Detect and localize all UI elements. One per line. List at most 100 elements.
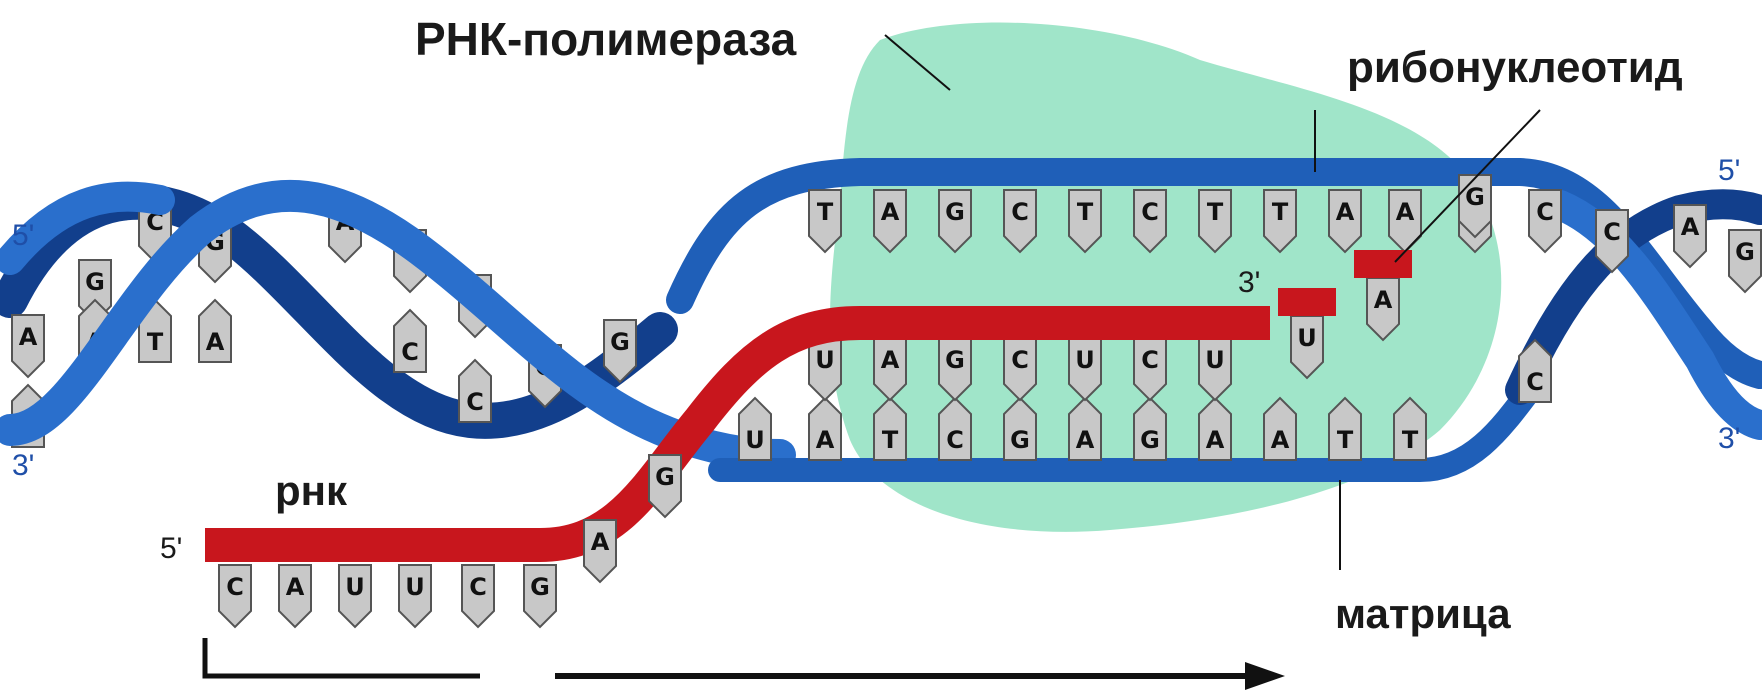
right-top-end-label: 5' [1718, 154, 1740, 187]
rna-slope-base: G [648, 454, 682, 519]
dna-left-top-strand [0, 181, 175, 275]
rna-tail-base: U [338, 564, 372, 629]
right-helix-base: G [1728, 229, 1762, 294]
base-body [523, 564, 557, 629]
base-letter: A [881, 346, 900, 374]
left-helix-base: C [393, 308, 427, 373]
base-body [1133, 396, 1167, 461]
rna-length-bracket [202, 638, 480, 679]
template-strand-base: U [738, 396, 772, 461]
transcription-direction-arrowhead [1245, 662, 1285, 690]
base-body [1328, 189, 1362, 254]
coding-strand-base: T [808, 189, 842, 254]
template-strand-base: C [938, 396, 972, 461]
base-letter: C [946, 426, 964, 454]
base-body [873, 396, 907, 461]
base-body [461, 564, 495, 629]
template-strand-base: G [1003, 396, 1037, 461]
template-strand-base: A [1198, 396, 1232, 461]
base-letter: G [655, 463, 675, 491]
template-strand-base: G [1133, 396, 1167, 461]
coding-strand-base: A [1388, 189, 1422, 254]
base-letter: A [591, 528, 610, 556]
coding-strand-base: T [1263, 189, 1297, 254]
template-strand-base: A [1263, 396, 1297, 461]
base-body [738, 396, 772, 461]
left-helix-base: A [11, 314, 45, 379]
base-letter: U [1075, 346, 1095, 374]
base-body [808, 189, 842, 254]
base-letter: C [226, 573, 244, 601]
base-body [1393, 396, 1427, 461]
base-letter: G [530, 573, 550, 601]
left-bottom-end-label: 3' [12, 449, 34, 482]
base-letter: C [401, 338, 419, 366]
base-letter: C [469, 573, 487, 601]
rna-paired-base: A [873, 337, 907, 402]
rna-slope-base: A [583, 519, 617, 584]
rna-label: рнк [275, 467, 348, 514]
base-letter: A [1681, 213, 1700, 241]
left-helix-base: C [458, 358, 492, 423]
base-letter: A [1374, 286, 1393, 314]
base-letter: T [1077, 198, 1094, 226]
base-body [218, 564, 252, 629]
coding-strand-base: T [1198, 189, 1232, 254]
base-letter: C [1141, 198, 1159, 226]
base-letter: A [1076, 426, 1095, 454]
rna-newest-nucleotide-bar [1278, 288, 1336, 316]
base-letter: G [610, 328, 630, 356]
rna-5-prime-label: 5' [160, 532, 182, 565]
coding-strand-base: A [873, 189, 907, 254]
base-letter: C [466, 388, 484, 416]
base-body [938, 189, 972, 254]
bubble-bases: TAGCTCTTAAGCUATCGAGAATTUAGCUCUUAGCCAG [738, 174, 1762, 461]
base-body [398, 564, 432, 629]
base-letter: T [147, 328, 164, 356]
base-body [458, 358, 492, 423]
rna-tail-base: G [523, 564, 557, 629]
polymerase-pointer-line [884, 34, 951, 91]
base-letter: G [1465, 183, 1485, 211]
rna-paired-base: U [808, 337, 842, 402]
base-letter: G [85, 268, 105, 296]
right-bottom-end-label: 3' [1718, 422, 1740, 455]
base-body [198, 298, 232, 363]
base-letter: G [945, 346, 965, 374]
coding-strand-base: A [1328, 189, 1362, 254]
coding-strand-base: T [1068, 189, 1102, 254]
base-body [1263, 189, 1297, 254]
base-letter: A [286, 573, 305, 601]
ribonucleotide-label: рибонуклеотид [1347, 43, 1683, 92]
left-helix-base: T [138, 298, 172, 363]
base-body [1003, 396, 1037, 461]
ribonucleotide-pointer-line [1394, 109, 1541, 263]
base-letter: U [1297, 324, 1317, 352]
base-letter: C [1011, 346, 1029, 374]
rna-tail-base: C [218, 564, 252, 629]
base-letter: G [1140, 426, 1160, 454]
base-letter: A [816, 426, 835, 454]
base-letter: T [1402, 426, 1419, 454]
polymerase-label: РНК-полимераза [415, 13, 797, 65]
rna-tail-base: C [461, 564, 495, 629]
base-letter: T [1207, 198, 1224, 226]
rna-paired-base: G [938, 337, 972, 402]
base-body [1595, 209, 1629, 274]
rna-paired-base: C [1003, 337, 1037, 402]
base-letter: U [745, 426, 765, 454]
base-letter: A [1206, 426, 1225, 454]
base-body [393, 308, 427, 373]
base-letter: G [1735, 238, 1755, 266]
base-letter: G [945, 198, 965, 226]
base-letter: A [881, 198, 900, 226]
base-body [808, 396, 842, 461]
base-letter: C [1603, 218, 1621, 246]
base-body [1673, 204, 1707, 269]
base-body [583, 519, 617, 584]
rna-tail-base: A [278, 564, 312, 629]
base-body [1518, 338, 1552, 403]
base-letter: U [345, 573, 365, 601]
template-strand-base: A [1068, 396, 1102, 461]
